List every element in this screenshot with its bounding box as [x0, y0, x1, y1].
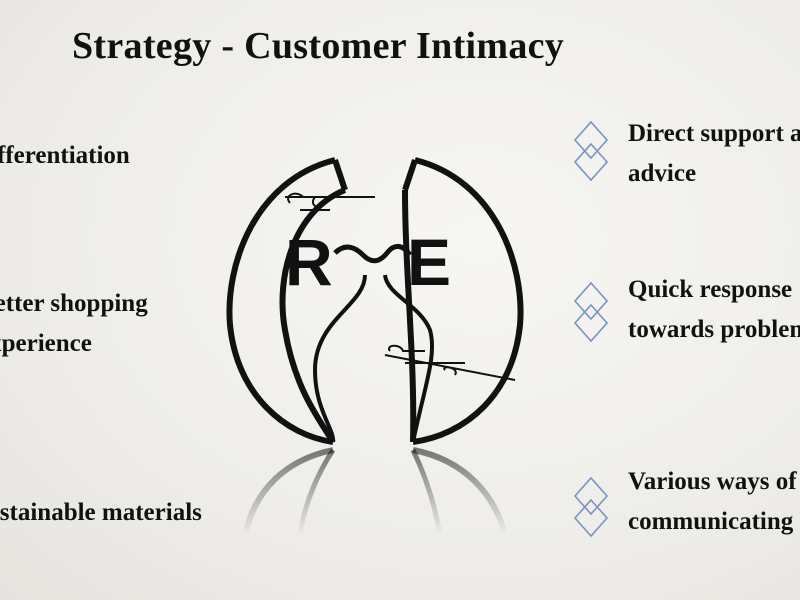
right-item-line: Various ways of — [628, 468, 797, 495]
logo-left-arc — [226, 157, 336, 445]
double-diamond-icon — [573, 120, 609, 182]
logo-letter-e: E — [407, 225, 451, 299]
right-item-line: advice — [628, 160, 697, 187]
logo-right-arc — [412, 157, 524, 445]
logo-cloud-bottom — [384, 344, 516, 381]
logo-vase — [312, 274, 435, 443]
logo-reflection — [242, 447, 508, 536]
right-item-quick-response: Quick response towards problems — [628, 270, 800, 350]
left-item-line: Better shopping — [0, 290, 148, 317]
left-item-sustainable-materials: Sustainable materials — [0, 499, 202, 526]
left-item-line: experience — [0, 330, 92, 357]
logo-cloud-top — [285, 192, 375, 211]
right-item-line: Quick response — [628, 276, 793, 303]
double-diamond-icon — [573, 476, 609, 538]
left-item-shopping-experience: Better shopping experience — [0, 284, 148, 364]
page-title: Strategy - Customer Intimacy — [72, 25, 565, 67]
right-item-communicating: Various ways of communicating — [628, 462, 800, 542]
right-item-line: Direct support and — [628, 120, 800, 147]
right-item-direct-support: Direct support and advice — [628, 114, 800, 194]
re-logo: R E — [226, 157, 524, 445]
right-item-line: towards problems — [628, 316, 800, 343]
logo-letter-r: R — [285, 225, 333, 299]
double-diamond-icon — [573, 281, 609, 343]
right-item-line: communicating — [628, 508, 794, 535]
logo-wave — [333, 244, 413, 264]
left-item-differentiation: Differentiation — [0, 142, 130, 169]
